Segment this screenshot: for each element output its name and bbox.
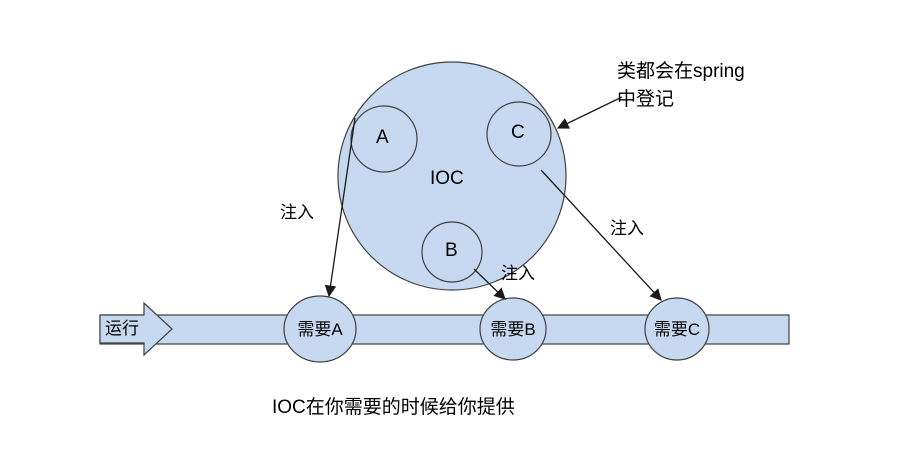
class-c-circle bbox=[486, 101, 552, 167]
need-a-ellipse bbox=[283, 295, 357, 363]
inject-a-label: 注入 bbox=[280, 203, 314, 222]
annotation-arrow bbox=[556, 96, 623, 129]
run-block-arrow bbox=[99, 301, 173, 357]
run-label: 运行 bbox=[105, 319, 139, 338]
inject-c-arrow bbox=[540, 169, 662, 301]
class-b-circle bbox=[421, 221, 483, 283]
annotation-line-2: 中登记 bbox=[617, 88, 675, 110]
inject-a-arrow bbox=[324, 117, 356, 298]
need-b-label: 需要B bbox=[490, 320, 536, 339]
need-b-ellipse bbox=[479, 297, 547, 361]
caption: IOC在你需要的时候给你提供 bbox=[272, 397, 515, 418]
ioc-label: IOC bbox=[430, 168, 464, 189]
spring-registry-annotation: 类都会在spring 中登记 bbox=[617, 58, 745, 113]
class-a-circle bbox=[350, 105, 418, 173]
annotation-line-1: 类都会在spring bbox=[617, 61, 745, 82]
class-a-label: A bbox=[376, 127, 389, 148]
class-b-label: B bbox=[445, 240, 458, 261]
class-c-label: C bbox=[511, 122, 525, 143]
need-c-label: 需要C bbox=[653, 320, 701, 339]
need-c-ellipse bbox=[644, 297, 710, 361]
inject-b-label: 注入 bbox=[501, 264, 535, 283]
need-a-label: 需要A bbox=[297, 320, 343, 339]
inject-c-label: 注入 bbox=[610, 219, 644, 238]
inject-b-arrow bbox=[473, 268, 506, 300]
